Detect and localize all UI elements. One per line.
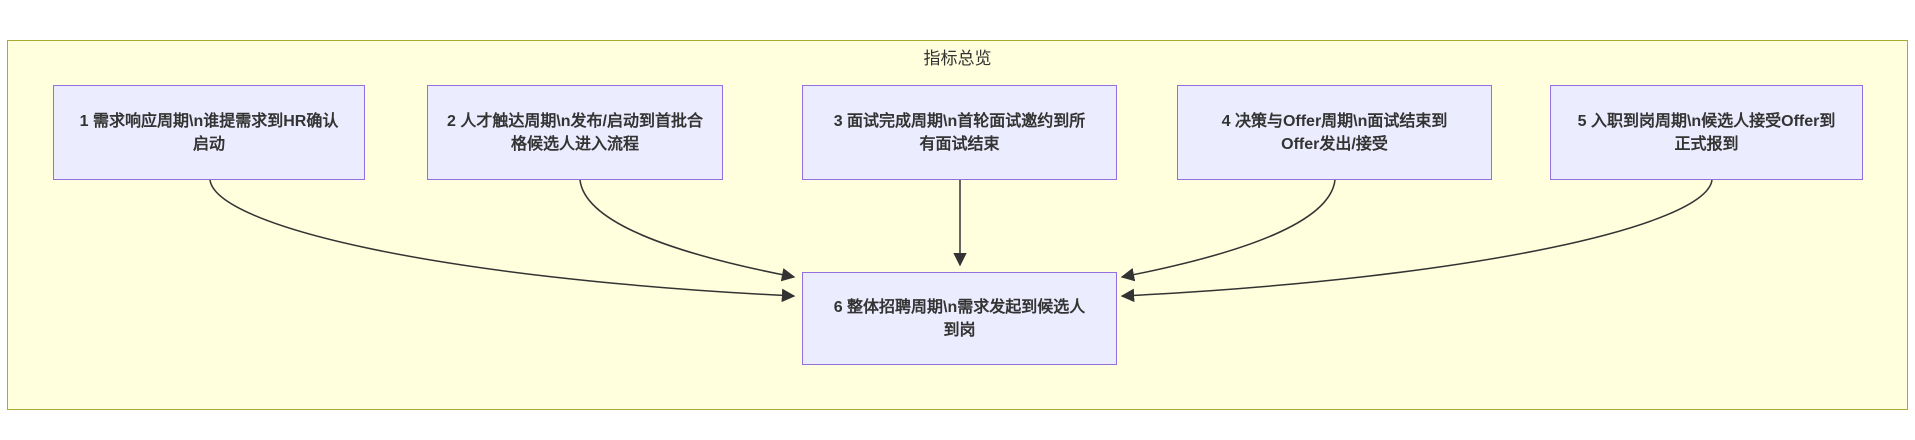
node-label-line: 启动 (192, 135, 225, 153)
subgraph-title: 指标总览 (923, 49, 992, 68)
node-label-line: Offer发出/接受 (1281, 135, 1388, 153)
node-label-line: 正式报到 (1674, 135, 1739, 153)
node-label-line: 到岗 (943, 321, 976, 339)
node-talent-reach-cycle: 2 人才触达周期\n发布/启动到首批合 格候选人进入流程 (427, 85, 723, 180)
node-label-line: 3 面试完成周期\n首轮面试邀约到所 (833, 112, 1086, 130)
node-label-line: 有面试结束 (919, 135, 1000, 153)
node-onboarding-cycle: 5 入职到岗周期\n候选人接受Offer到 正式报到 (1550, 85, 1863, 180)
node-label-line: 2 人才触达周期\n发布/启动到首批合 (446, 112, 703, 130)
node-label-line: 6 整体招聘周期\n需求发起到候选人 (833, 298, 1086, 316)
node-label-line: 5 入职到岗周期\n候选人接受Offer到 (1577, 112, 1836, 130)
node-overall-recruiting-cycle: 6 整体招聘周期\n需求发起到候选人 到岗 (802, 272, 1117, 365)
node-demand-response-cycle: 1 需求响应周期\n谁提需求到HR确认 启动 (53, 85, 365, 180)
node-interview-completion-cycle: 3 面试完成周期\n首轮面试邀约到所 有面试结束 (802, 85, 1117, 180)
node-label-line: 格候选人进入流程 (510, 135, 639, 153)
node-label-line: 1 需求响应周期\n谁提需求到HR确认 (79, 112, 339, 130)
node-decision-offer-cycle: 4 决策与Offer周期\n面试结束到 Offer发出/接受 (1177, 85, 1492, 180)
node-label-line: 4 决策与Offer周期\n面试结束到 (1221, 112, 1448, 130)
